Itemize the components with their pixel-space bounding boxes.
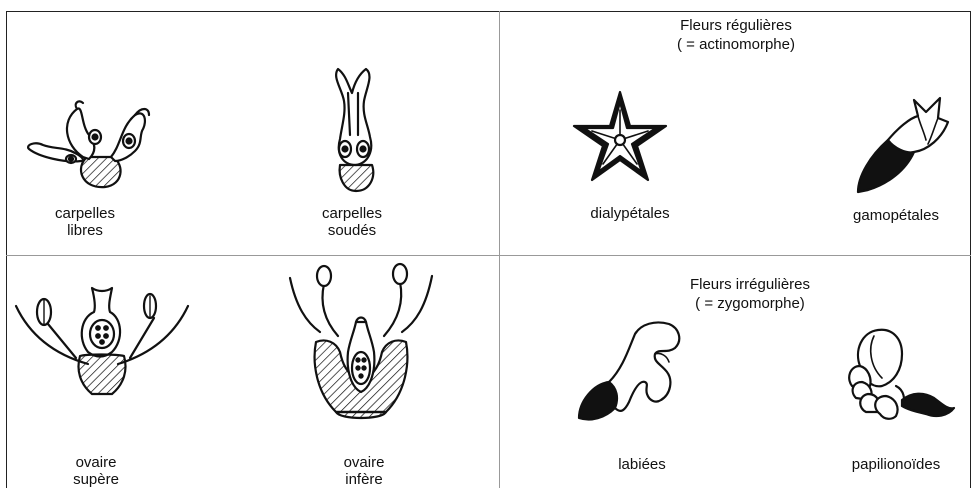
heading-fleurs-irregulieres: Fleurs irrégulières ( = zygomorphe) xyxy=(630,275,870,313)
horizontal-divider xyxy=(6,255,971,256)
label-labiees: labiées xyxy=(572,456,712,473)
label-papilionoides: papilionoïdes xyxy=(826,456,966,473)
vertical-divider xyxy=(499,11,500,488)
carpelles-libres-drawing xyxy=(25,95,165,195)
gamopetale-flower-drawing xyxy=(848,90,958,200)
label-ovaire-infere: ovaire infère xyxy=(294,454,434,488)
papilionoide-flower-drawing xyxy=(842,326,962,426)
ovaire-supere-drawing xyxy=(12,284,192,414)
carpelles-soudes-drawing xyxy=(318,65,398,195)
dialypetale-flower-drawing xyxy=(560,90,680,190)
diagram-frame xyxy=(6,11,971,488)
label-dialypetales: dialypétales xyxy=(560,205,700,222)
heading-fleurs-regulieres: Fleurs régulières ( = actinomorphe) xyxy=(616,16,856,54)
label-carpelles-libres: carpelles libres xyxy=(15,205,155,239)
label-gamopetales: gamopétales xyxy=(826,207,966,224)
label-ovaire-supere: ovaire supère xyxy=(26,454,166,488)
labiee-flower-drawing xyxy=(575,318,695,428)
ovaire-infere-drawing xyxy=(286,262,436,422)
label-carpelles-soudes: carpelles soudés xyxy=(282,205,422,239)
